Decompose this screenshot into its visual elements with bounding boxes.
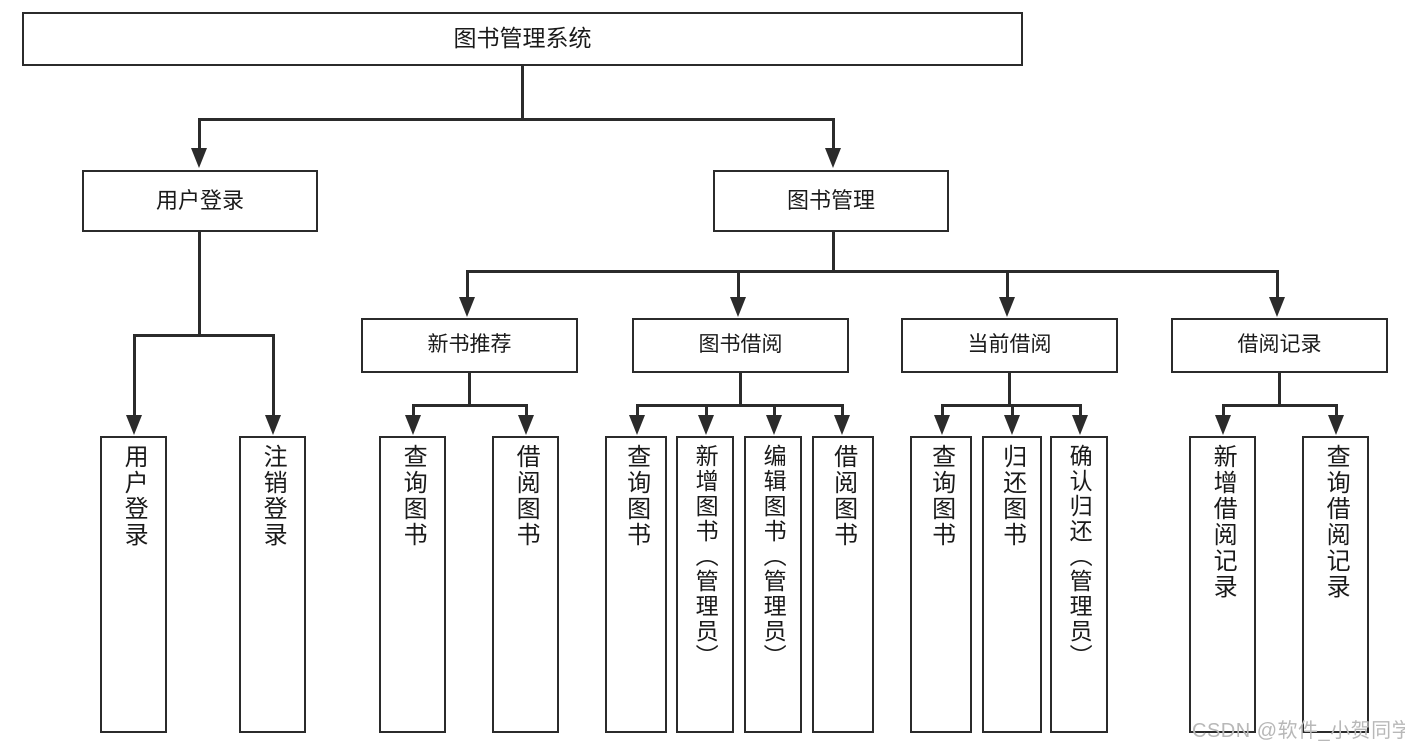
connector-cb-to-leaf-1 [941, 404, 944, 416]
arrowhead-br-to-leaf-1 [1215, 415, 1231, 435]
arrowhead-bb-to-leaf-1 [629, 415, 645, 435]
node-label: 借阅图书 [512, 444, 540, 548]
node-label: 查询图书 [399, 444, 427, 548]
arrowhead-root-to-book-management [825, 148, 841, 168]
node-user-login: 用户登录 [82, 170, 318, 232]
connector-user-login-to-leaf-2 [272, 334, 275, 416]
connector-bb-to-leaf-4 [841, 404, 844, 416]
node-label: 用户登录 [120, 444, 148, 548]
connector-user-login-bus [133, 334, 275, 337]
node-label: 用户登录 [155, 188, 244, 214]
arrowhead-cb-to-leaf-1 [934, 415, 950, 435]
node-label: 新增借阅记录 [1209, 444, 1237, 600]
connector-br-to-leaf-1 [1222, 404, 1225, 416]
connector-nb-to-leaf-1 [412, 404, 415, 416]
connector-root-bus [198, 118, 834, 121]
connector-new-book-bus [412, 404, 528, 407]
node-label: 图书管理 [786, 188, 875, 214]
node-leaf-confirm-return: 确认归还（管理员） [1050, 436, 1108, 733]
node-label: 借阅记录 [1237, 333, 1322, 357]
arrowhead-nb-to-leaf-1 [405, 415, 421, 435]
connector-root-stem [521, 66, 524, 119]
arrowhead-user-login-to-leaf-1 [126, 415, 142, 435]
connector-bb-to-leaf-3 [773, 404, 776, 416]
node-label: 查询图书 [622, 444, 650, 548]
node-leaf-query-book-3: 查询图书 [910, 436, 972, 733]
node-leaf-borrow-book-1: 借阅图书 [492, 436, 559, 733]
node-new-book-recommend: 新书推荐 [361, 318, 578, 373]
node-leaf-add-book: 新增图书（管理员） [676, 436, 734, 733]
node-leaf-query-book-1: 查询图书 [379, 436, 446, 733]
connector-user-login-to-leaf-1 [133, 334, 136, 416]
arrowhead-user-login-to-leaf-2 [265, 415, 281, 435]
node-book-management: 图书管理 [713, 170, 949, 232]
arrowhead-bm-to-book-borrow [730, 297, 746, 317]
connector-cb-to-leaf-3 [1079, 404, 1082, 416]
connector-bm-to-borrow-record [1276, 270, 1279, 298]
connector-new-book-stem [468, 373, 471, 406]
connector-bm-to-current-borrow [1006, 270, 1009, 298]
node-label: 确认归还（管理员） [1066, 444, 1093, 669]
connector-nb-to-leaf-2 [525, 404, 528, 416]
node-label: 当前借阅 [967, 333, 1052, 357]
arrowhead-bm-to-current-borrow [999, 297, 1015, 317]
node-leaf-edit-book: 编辑图书（管理员） [744, 436, 802, 733]
node-label: 图书管理系统 [453, 25, 592, 52]
arrowhead-bm-to-new-book [459, 297, 475, 317]
node-leaf-query-record: 查询借阅记录 [1302, 436, 1369, 733]
node-book-borrow: 图书借阅 [632, 318, 849, 373]
node-root-system: 图书管理系统 [22, 12, 1023, 66]
node-label: 图书借阅 [698, 333, 783, 357]
node-leaf-add-record: 新增借阅记录 [1189, 436, 1256, 733]
node-label: 查询图书 [927, 444, 955, 548]
arrowhead-br-to-leaf-2 [1328, 415, 1344, 435]
arrowhead-nb-to-leaf-2 [518, 415, 534, 435]
node-borrow-record: 借阅记录 [1171, 318, 1388, 373]
node-label: 借阅图书 [829, 444, 857, 548]
connector-bm-to-new-book [466, 270, 469, 298]
csdn-watermark: CSDN @软件_小贺同学 [1192, 720, 1405, 742]
node-leaf-query-book-2: 查询图书 [605, 436, 667, 733]
node-label: 新书推荐 [427, 333, 512, 357]
arrowhead-bb-to-leaf-2 [698, 415, 714, 435]
node-label: 查询借阅记录 [1322, 444, 1350, 600]
connector-bm-to-book-borrow [737, 270, 740, 298]
connector-book-borrow-stem [739, 373, 742, 406]
arrowhead-cb-to-leaf-3 [1072, 415, 1088, 435]
connector-borrow-record-bus [1222, 404, 1338, 407]
node-leaf-user-login: 用户登录 [100, 436, 167, 733]
connector-br-to-leaf-2 [1335, 404, 1338, 416]
arrowhead-bb-to-leaf-3 [766, 415, 782, 435]
node-label: 注销登录 [259, 444, 287, 548]
arrowhead-bb-to-leaf-4 [834, 415, 850, 435]
connector-borrow-record-stem [1278, 373, 1281, 406]
connector-root-to-user-login [198, 118, 201, 149]
connector-current-borrow-stem [1008, 373, 1011, 406]
node-leaf-borrow-book-2: 借阅图书 [812, 436, 874, 733]
connector-root-to-book-management [832, 118, 835, 149]
node-label: 编辑图书（管理员） [760, 444, 787, 669]
connector-book-borrow-bus [636, 404, 844, 407]
arrowhead-root-to-user-login [191, 148, 207, 168]
connector-user-login-stem [198, 232, 201, 336]
node-label: 归还图书 [998, 444, 1026, 548]
connector-book-management-bus [466, 270, 1278, 273]
connector-cb-to-leaf-2 [1011, 404, 1014, 416]
node-leaf-return-book: 归还图书 [982, 436, 1042, 733]
node-label: 新增图书（管理员） [692, 444, 719, 669]
arrowhead-cb-to-leaf-2 [1004, 415, 1020, 435]
node-leaf-logout-login: 注销登录 [239, 436, 306, 733]
connector-book-management-stem [832, 232, 835, 272]
arrowhead-bm-to-borrow-record [1269, 297, 1285, 317]
connector-bb-to-leaf-2 [705, 404, 708, 416]
connector-bb-to-leaf-1 [636, 404, 639, 416]
node-current-borrow: 当前借阅 [901, 318, 1118, 373]
